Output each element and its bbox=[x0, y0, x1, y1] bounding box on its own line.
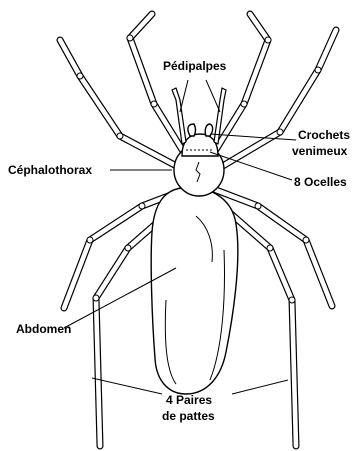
leg-left-2-joint bbox=[117, 133, 123, 139]
leg-right-3-joint bbox=[303, 237, 309, 243]
leg-left-2-joint bbox=[77, 73, 83, 79]
pattes-leader-left bbox=[92, 378, 162, 394]
label-abdomen: Abdomen bbox=[16, 322, 71, 336]
label-pedipalpes: Pédipalpes bbox=[163, 59, 227, 73]
leg-right-4-joint bbox=[267, 245, 273, 251]
leg-right-2-joint bbox=[315, 67, 321, 73]
leg-left-1-joint bbox=[151, 101, 157, 107]
label-pattes-line1: 4 Paires bbox=[166, 393, 212, 407]
leg-left-4-joint bbox=[93, 295, 99, 301]
abdomen-shape bbox=[151, 187, 238, 394]
leg-right-2-joint bbox=[277, 129, 283, 135]
label-pattes-line2: de pattes bbox=[162, 409, 215, 423]
leg-left-4-joint bbox=[125, 245, 131, 251]
chelicera-left bbox=[188, 124, 196, 136]
pedipalpes-leader-left bbox=[180, 80, 188, 112]
pedipalpes-leader-right bbox=[206, 80, 220, 112]
leg-left-3-joint bbox=[87, 237, 93, 243]
label-ocelles: 8 Ocelles bbox=[294, 175, 347, 189]
leg-left-1-joint bbox=[127, 35, 133, 41]
leg-right-1-joint bbox=[265, 37, 271, 43]
leg-left-1-outline bbox=[130, 14, 186, 156]
label-crochets-line2: venimeux bbox=[292, 144, 348, 158]
pattes-leader-right bbox=[232, 380, 288, 394]
leg-right-1-joint bbox=[241, 101, 247, 107]
label-cephalothorax: Céphalothorax bbox=[8, 163, 92, 177]
leg-left-1 bbox=[130, 14, 186, 156]
leg-left-3-joint bbox=[139, 203, 145, 209]
label-crochets-line1: Crochets bbox=[298, 128, 350, 142]
leg-right-4-joint bbox=[289, 297, 295, 303]
leg-right-3-joint bbox=[255, 203, 261, 209]
